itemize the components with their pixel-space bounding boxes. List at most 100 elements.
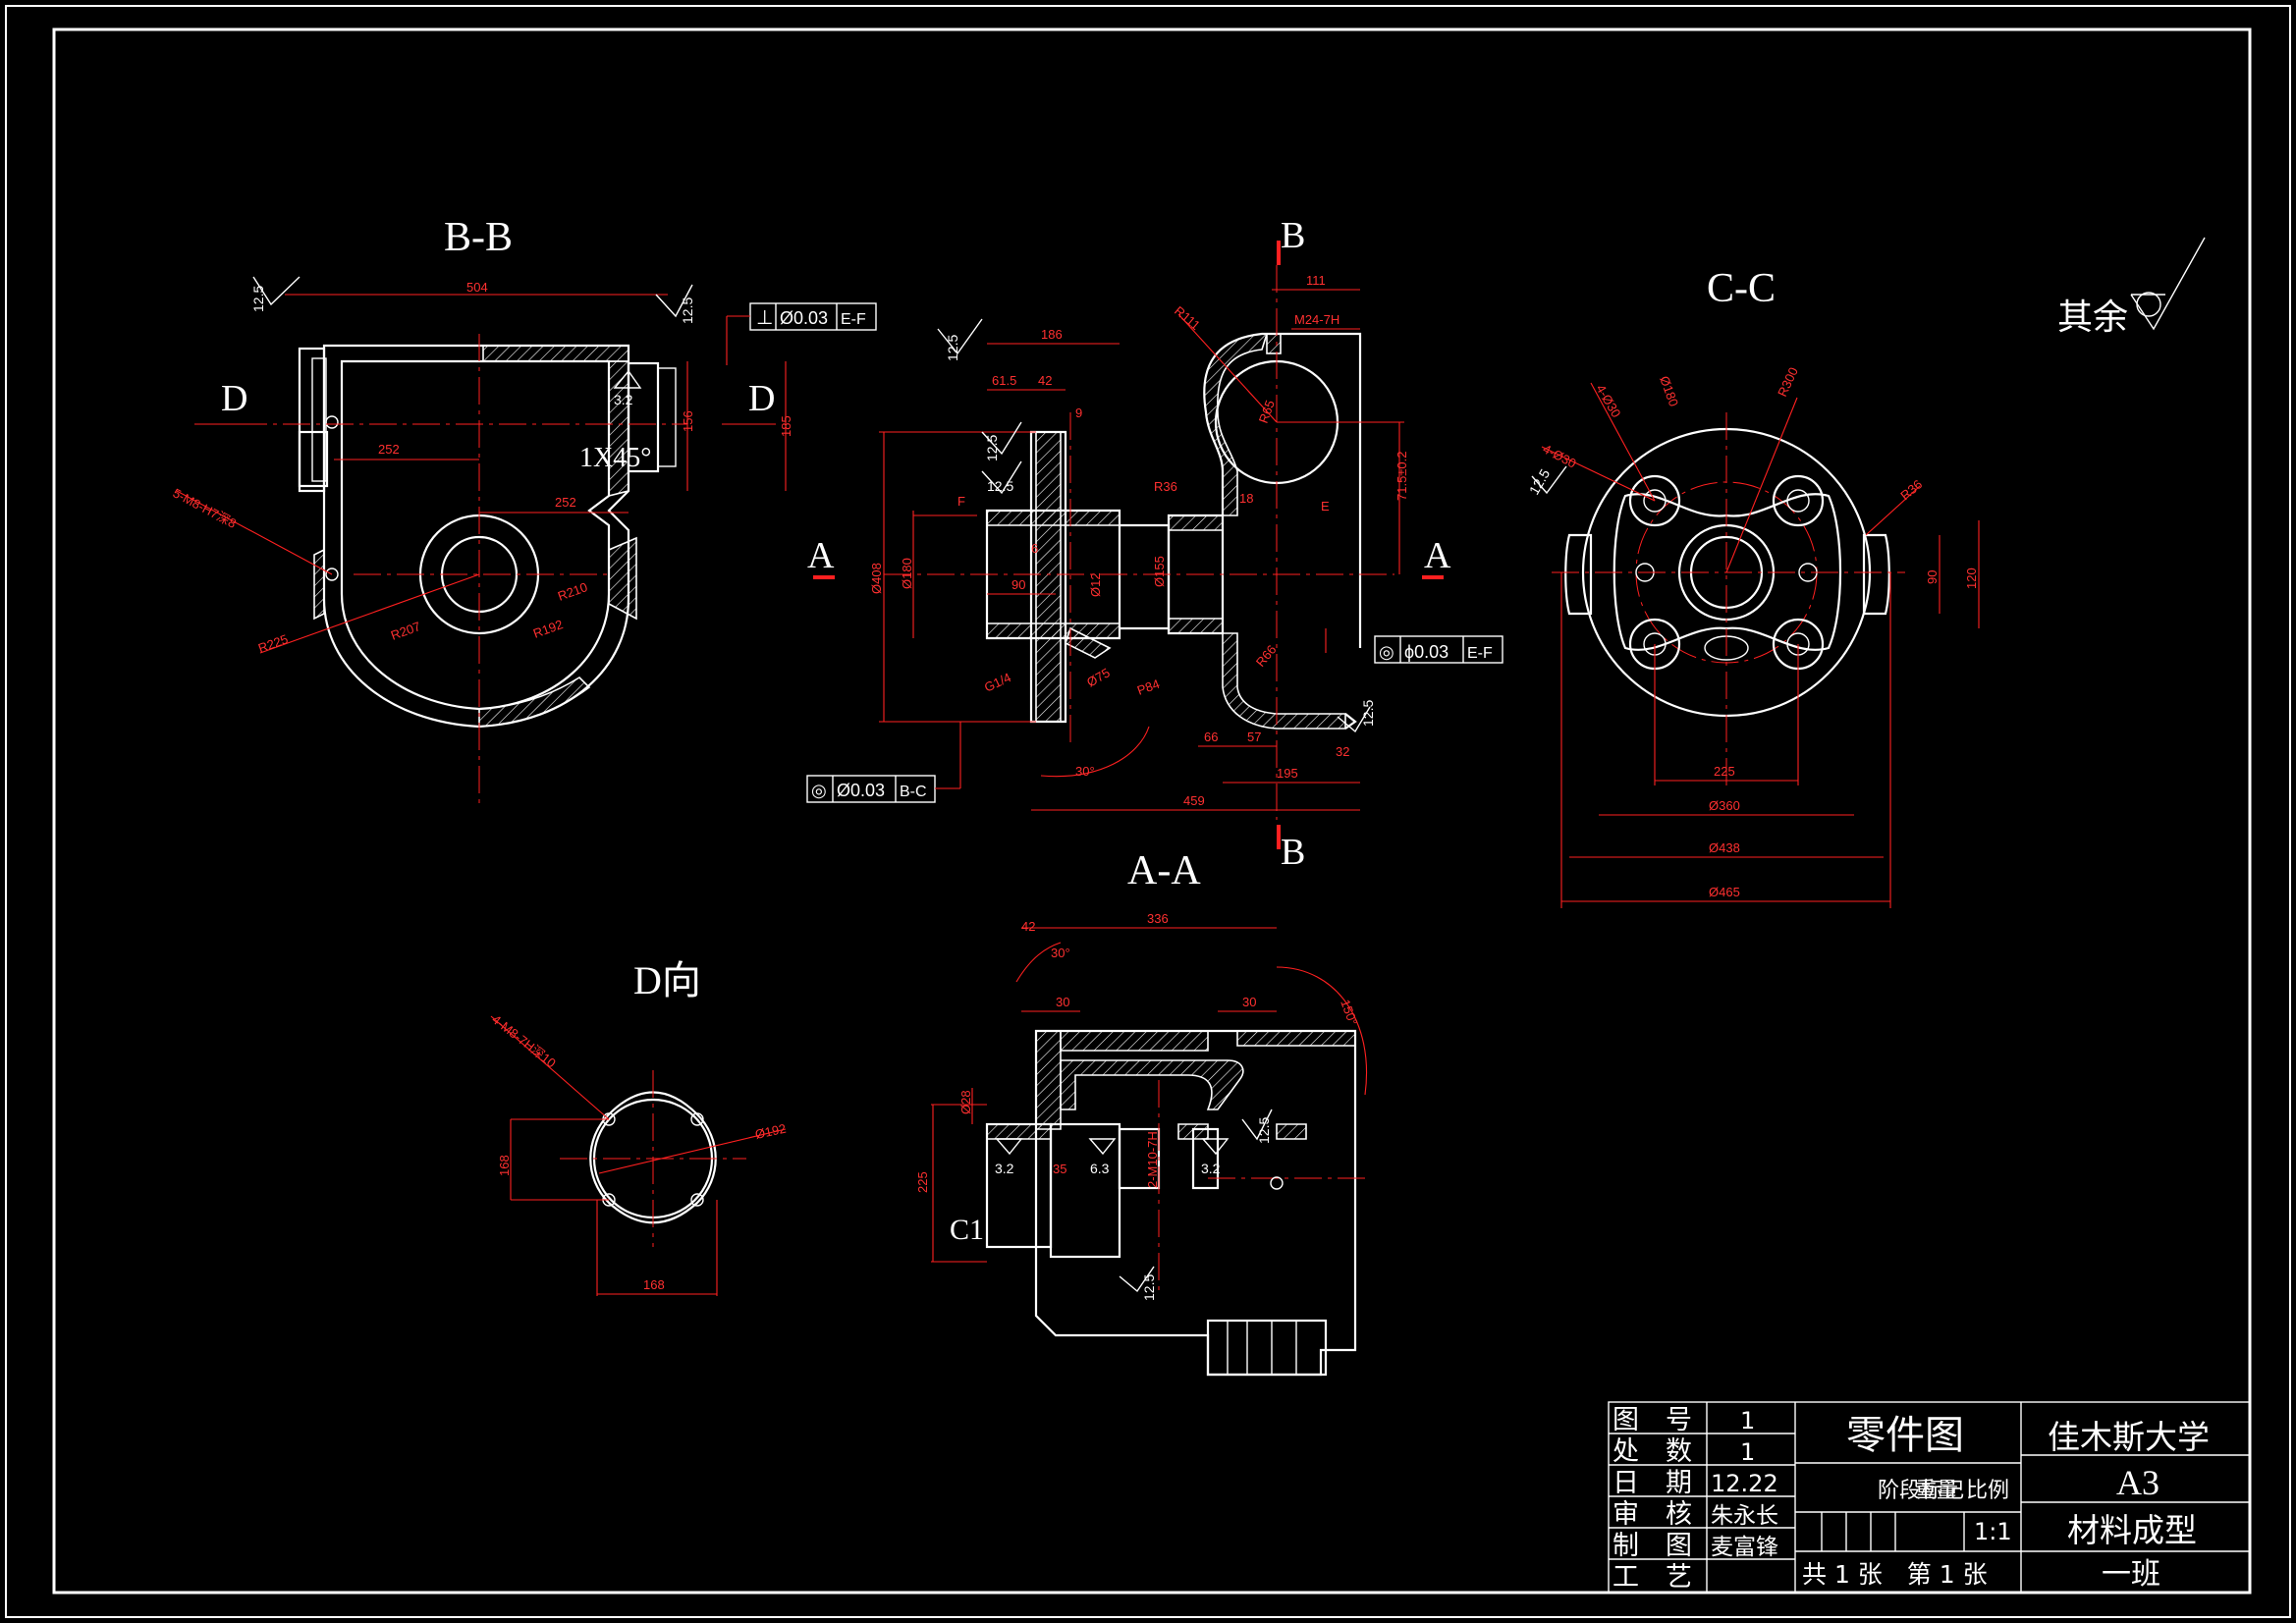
svg-text:35: 35: [1053, 1162, 1066, 1176]
svg-text:R36: R36: [1897, 476, 1925, 503]
svg-text:一班: 一班: [2102, 1557, 2160, 1592]
svg-text:Ø155: Ø155: [1152, 556, 1167, 587]
chamfer-note: 1X45°: [579, 443, 651, 473]
svg-text:F: F: [957, 494, 965, 509]
tol-conc1-frame: [1374, 635, 1503, 664]
svg-text:12.5: 12.5: [250, 286, 266, 312]
svg-text:R36: R36: [1154, 479, 1177, 494]
svg-text:30: 30: [1242, 995, 1256, 1009]
svg-text:材料成型: 材料成型: [2067, 1511, 2197, 1549]
svg-text:32: 32: [1336, 744, 1349, 759]
svg-text:61.5: 61.5: [992, 373, 1016, 388]
svg-text:6: 6: [1031, 541, 1038, 556]
svg-text:R111: R111: [1172, 303, 1203, 333]
svg-text:12.5: 12.5: [987, 478, 1013, 494]
view-aa-title: A-A: [1127, 848, 1201, 893]
svg-text:◎: ◎: [1379, 642, 1394, 662]
svg-text:168: 168: [643, 1277, 665, 1292]
svg-text:阶段标记: 阶段标记: [1878, 1479, 1964, 1503]
svg-text:3.2: 3.2: [995, 1161, 1014, 1176]
svg-text:42: 42: [1021, 919, 1035, 934]
svg-text:12.5: 12.5: [1360, 700, 1376, 727]
svg-text:E: E: [1321, 499, 1330, 514]
svg-text:30: 30: [1056, 995, 1069, 1009]
svg-text:150°: 150°: [1338, 998, 1360, 1027]
title-block: 图 号 处 数 日 期 审 核 制 图 工 艺 1 1 12.22 朱永长 麦富…: [1608, 1401, 2251, 1594]
view-cc-title: C-C: [1707, 266, 1776, 311]
svg-text:Ø28: Ø28: [958, 1090, 973, 1114]
svg-text:◎: ◎: [811, 781, 827, 800]
svg-text:处 数: 处 数: [1613, 1436, 1692, 1467]
svg-text:ϕ0.03: ϕ0.03: [1404, 642, 1449, 662]
view-aa: A-A 336 42 30° 30 30 150° Ø28: [915, 848, 1370, 1377]
view-cc: C-C 225 Ø360 Ø438 Ø465 90 120: [1526, 266, 1980, 908]
svg-text:30°: 30°: [1075, 764, 1095, 779]
svg-text:185: 185: [779, 415, 793, 437]
svg-text:R192: R192: [531, 617, 565, 641]
svg-text:156: 156: [681, 410, 695, 432]
svg-text:R300: R300: [1775, 365, 1801, 400]
other-finish-note: 其余: [2057, 237, 2206, 337]
svg-text:5-M8-H7深8: 5-M8-H7深8: [171, 485, 240, 530]
svg-text:审 核: 审 核: [1613, 1499, 1692, 1530]
svg-text:E-F: E-F: [841, 311, 866, 328]
svg-text:Ø75: Ø75: [1084, 665, 1113, 689]
svg-text:2-M10-7H: 2-M10-7H: [1145, 1131, 1160, 1188]
svg-text:麦富锋: 麦富锋: [1711, 1535, 1778, 1560]
svg-text:R225: R225: [256, 631, 290, 656]
svg-text:111: 111: [1306, 273, 1326, 288]
svg-text:共 1 张 第 1 张: 共 1 张 第 1 张: [1802, 1560, 1988, 1589]
svg-text:Ø438: Ø438: [1709, 840, 1740, 855]
svg-text:重量: 重量: [1915, 1479, 1958, 1503]
svg-text:4-Ø30: 4-Ø30: [1593, 382, 1623, 420]
svg-text:制 图: 制 图: [1613, 1531, 1692, 1561]
svg-text:4-Ø30: 4-Ø30: [1541, 441, 1579, 470]
svg-text:B-C: B-C: [900, 784, 927, 800]
svg-text:168: 168: [497, 1155, 512, 1176]
mark-a-right: A: [1424, 535, 1451, 576]
svg-text:1:1: 1:1: [1974, 1518, 2012, 1545]
svg-text:Ø12: Ø12: [1088, 572, 1103, 597]
svg-text:252: 252: [378, 442, 400, 457]
svg-text:12.5: 12.5: [1141, 1274, 1157, 1301]
svg-text:G1/4: G1/4: [982, 670, 1013, 695]
svg-text:工 艺: 工 艺: [1613, 1562, 1692, 1593]
svg-text:12.5: 12.5: [984, 435, 1000, 461]
svg-text:日 期: 日 期: [1613, 1468, 1692, 1498]
svg-text:Ø0.03: Ø0.03: [780, 308, 828, 328]
svg-text:186: 186: [1041, 327, 1063, 342]
svg-text:A3: A3: [2116, 1463, 2159, 1502]
svg-text:252: 252: [555, 495, 576, 510]
svg-text:⊥: ⊥: [756, 307, 773, 329]
svg-text:3.2: 3.2: [1201, 1161, 1221, 1176]
svg-text:12.5: 12.5: [945, 335, 960, 361]
view-bb-title: B-B: [444, 215, 513, 260]
svg-text:朱永长: 朱永长: [1711, 1503, 1778, 1529]
svg-text:18: 18: [1239, 491, 1253, 506]
svg-text:比例: 比例: [1966, 1479, 2009, 1503]
svg-text:225: 225: [1714, 764, 1735, 779]
svg-text:Ø408: Ø408: [869, 563, 884, 594]
svg-text:12.5: 12.5: [1256, 1117, 1272, 1144]
svg-text:12.5: 12.5: [1526, 466, 1554, 498]
svg-text:12.22: 12.22: [1711, 1470, 1778, 1497]
dim-504: 504: [466, 280, 488, 295]
svg-text:120: 120: [1964, 568, 1979, 589]
inner-border: [52, 27, 2252, 1595]
mark-d-right: D: [748, 378, 775, 419]
svg-text:E-F: E-F: [1467, 645, 1493, 662]
view-main: B B A A 186 61.5: [806, 215, 1503, 873]
view-bb: B-B 504 252 252 156 185: [171, 215, 877, 805]
svg-text:Ø180: Ø180: [1657, 374, 1681, 408]
view-d-title: D向: [633, 958, 701, 1002]
mark-b-bottom: B: [1281, 832, 1305, 873]
svg-text:195: 195: [1277, 766, 1298, 781]
svg-text:Ø465: Ø465: [1709, 885, 1740, 899]
svg-text:1: 1: [1740, 1438, 1755, 1466]
svg-text:90: 90: [1011, 577, 1025, 592]
svg-text:42: 42: [1038, 373, 1052, 388]
svg-text:9: 9: [1075, 406, 1082, 420]
university-name: 佳木斯大学: [2048, 1418, 2210, 1456]
svg-text:90: 90: [1925, 570, 1940, 584]
